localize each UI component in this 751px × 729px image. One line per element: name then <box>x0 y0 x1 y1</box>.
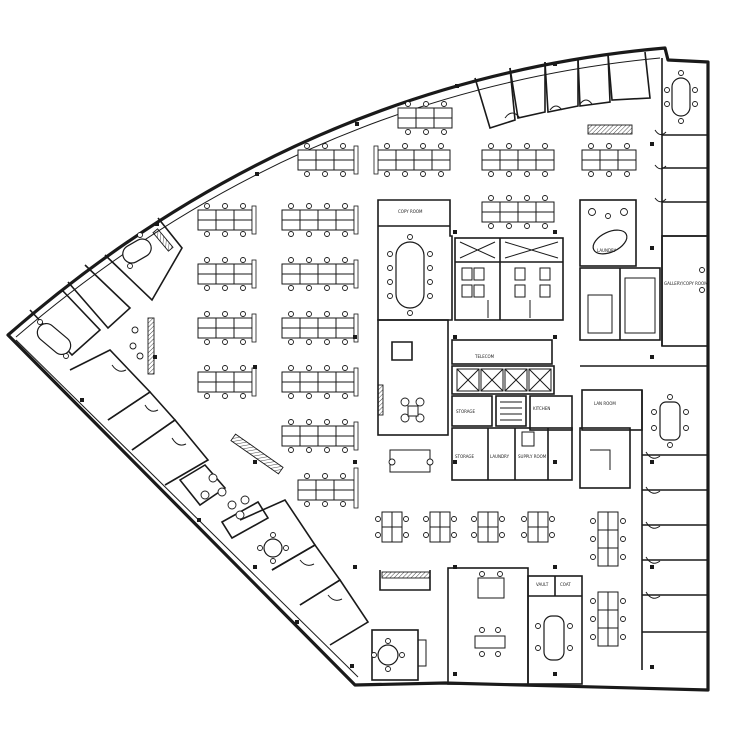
room-label-lan-room: LAN ROOM <box>594 401 616 406</box>
northwest-offices <box>29 217 183 375</box>
room-label-storage-1: STORAGE <box>456 409 476 414</box>
room-label-laundry: LAUNDRY <box>597 248 617 253</box>
lower-core-rooms: STORAGE LAUNDRY SUPPLY ROOM <box>451 427 631 489</box>
northeast-offices <box>654 70 708 237</box>
workstation-rows <box>197 145 637 509</box>
south-rooms: VAULT COAT <box>371 567 583 685</box>
east-offices: LAN ROOM <box>580 365 708 670</box>
room-label-laundry-2: LAUNDRY <box>490 454 510 459</box>
workstation-chairs <box>204 101 630 507</box>
room-label-copy-room: COPY ROOM <box>398 209 423 214</box>
structural-columns <box>80 62 654 676</box>
room-label-supply-room: SUPPLY ROOM <box>518 454 547 459</box>
room-label-vault: VAULT <box>536 582 549 587</box>
room-label-kitchen: KITCHEN <box>533 406 550 411</box>
workstation-cluster-north-1 <box>397 107 453 129</box>
southeast-workstations <box>590 511 626 647</box>
north-perimeter-offices <box>474 51 651 135</box>
west-perimeter-offices <box>69 349 370 646</box>
elevator-core: STORAGE TELECOM KITCHEN <box>377 319 573 436</box>
central-south-workstations <box>375 449 555 591</box>
building-core: COPY ROOM LAUNDRY GALLERY/COPY ROOM <box>377 199 709 347</box>
room-label-coat: COAT <box>560 582 571 587</box>
lounge-area <box>129 326 284 540</box>
room-label-storage-2: STORAGE <box>455 454 475 459</box>
open-workstations <box>197 101 637 509</box>
room-label-gallery-copy: GALLERY/COPY ROOM <box>664 281 708 286</box>
room-label-telecom: TELECOM <box>474 354 495 359</box>
